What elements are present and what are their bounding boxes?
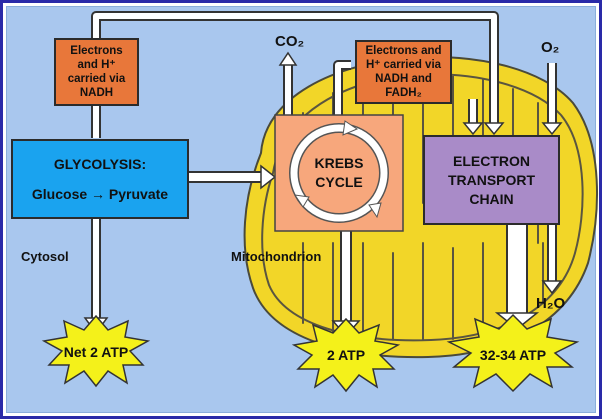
cytosol-label: Cytosol bbox=[21, 249, 69, 264]
etc-line: TRANSPORT bbox=[447, 171, 536, 188]
atp-glycolysis-label: Net 2 ATP bbox=[63, 344, 129, 360]
etc-line: ELECTRON bbox=[453, 152, 530, 169]
h2o-label: H₂O bbox=[536, 295, 566, 312]
atp-burst-etc bbox=[446, 313, 580, 393]
o2-label: O₂ bbox=[541, 39, 560, 56]
atp-burst-krebs bbox=[291, 317, 401, 393]
diagram-artwork bbox=[41, 11, 598, 393]
atp-burst-glycolysis bbox=[41, 314, 151, 388]
atp-etc-label: 32-34 ATP bbox=[479, 347, 547, 363]
carrier-line: FADH₂ bbox=[385, 87, 422, 99]
glycolysis-equation: Glucose → Pyruvate bbox=[31, 186, 169, 202]
carrier-line: NADH and bbox=[375, 73, 432, 85]
glycolysis-title: GLYCOLYSIS: bbox=[53, 156, 147, 172]
nadh-fadh-carrier-box: Electrons and H⁺ carried via NADH and FA… bbox=[355, 40, 452, 104]
carrier-line: Electrons and bbox=[365, 45, 442, 57]
carrier-line: NADH bbox=[79, 87, 114, 99]
krebs-cycle-label: KREBS CYCLE bbox=[299, 154, 379, 192]
etc-line: CHAIN bbox=[469, 190, 514, 207]
nadh-carrier-box: Electrons and H⁺ carried via NADH bbox=[54, 38, 139, 106]
mitochondrion-label: Mitochondrion bbox=[231, 249, 322, 264]
atp-krebs-label: 2 ATP bbox=[326, 347, 366, 363]
carrier-line: carried via bbox=[67, 73, 126, 85]
glycolysis-box: GLYCOLYSIS: Glucose → Pyruvate bbox=[11, 139, 189, 219]
krebs-line: KREBS bbox=[314, 155, 364, 171]
co2-label: CO₂ bbox=[275, 33, 305, 50]
carrier-line: and H⁺ bbox=[77, 59, 116, 71]
carrier-line: Electrons bbox=[70, 45, 123, 57]
krebs-line: CYCLE bbox=[315, 174, 363, 190]
carrier-line: H⁺ carried via bbox=[365, 59, 442, 71]
electron-transport-chain-box: ELECTRON TRANSPORT CHAIN bbox=[423, 135, 560, 225]
